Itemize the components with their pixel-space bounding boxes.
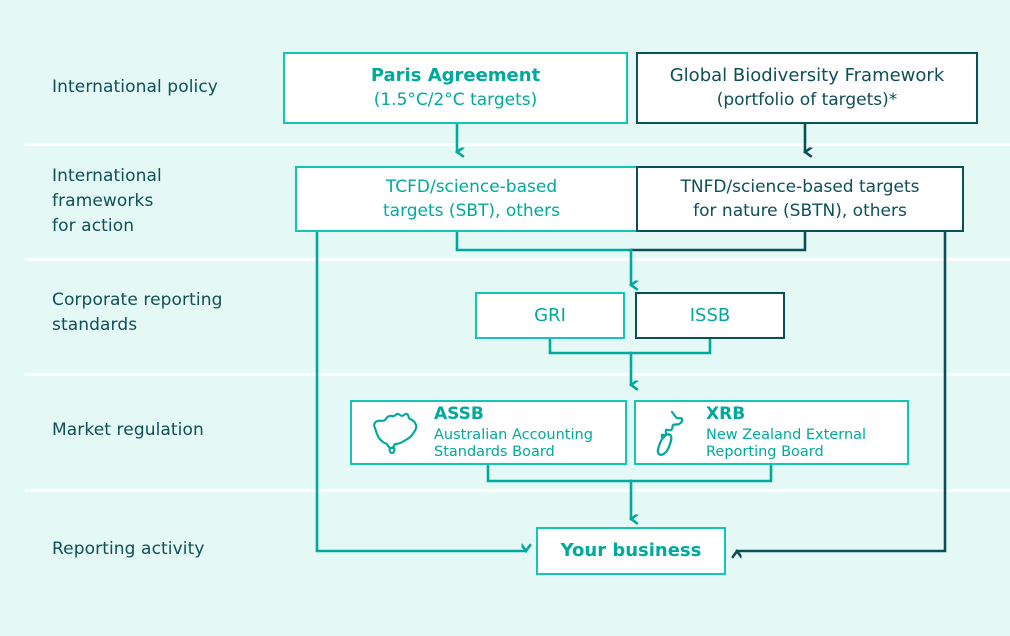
- gbf-subtitle: (portfolio of targets)*: [716, 90, 898, 110]
- assb-full-name: Australian Accounting Standards Board: [434, 426, 593, 460]
- row-divider-3: [25, 373, 1010, 376]
- row-label-international-policy: International policy: [52, 77, 218, 97]
- assb-abbreviation: ASSB: [434, 404, 484, 425]
- row-label-corporate-reporting: Corporate reporting standards: [52, 290, 223, 335]
- row-divider-2: [25, 258, 1010, 261]
- node-issb[interactable]: ISSB: [635, 292, 785, 339]
- node-assb[interactable]: ASSB Australian Accounting Standards Boa…: [350, 400, 627, 465]
- row-divider-1: [25, 143, 1010, 146]
- australia-map-icon: [373, 412, 418, 454]
- gbf-title: Global Biodiversity Framework: [669, 65, 945, 86]
- new-zealand-map-icon: [656, 410, 684, 456]
- node-global-biodiversity-framework[interactable]: Global Biodiversity Framework (portfolio…: [636, 52, 978, 124]
- row-divider-4: [25, 489, 1010, 492]
- paris-agreement-title: Paris Agreement: [370, 65, 541, 86]
- node-tcfd-sbt[interactable]: TCFD/science-based targets (SBT), others: [295, 166, 648, 232]
- node-xrb[interactable]: XRB New Zealand External Reporting Board: [634, 400, 909, 465]
- your-business-label: Your business: [560, 540, 702, 561]
- tcfd-line-1: TCFD/science-based: [385, 177, 558, 197]
- node-your-business[interactable]: Your business: [536, 527, 726, 575]
- tcfd-line-2: targets (SBT), others: [382, 201, 560, 221]
- tnfd-line-1: TNFD/science-based targets: [680, 177, 920, 197]
- node-gri[interactable]: GRI: [475, 292, 625, 339]
- row-label-reporting-activity: Reporting activity: [52, 539, 205, 559]
- issb-label: ISSB: [689, 304, 731, 326]
- xrb-abbreviation: XRB: [706, 404, 746, 425]
- row-label-international-frameworks: International frameworks for action: [52, 166, 162, 236]
- node-tnfd-sbtn[interactable]: TNFD/science-based targets for nature (S…: [636, 166, 964, 232]
- gri-label: GRI: [534, 304, 566, 326]
- node-paris-agreement[interactable]: Paris Agreement (1.5°C/2°C targets): [283, 52, 628, 124]
- xrb-full-name: New Zealand External Reporting Board: [706, 426, 867, 460]
- row-label-market-regulation: Market regulation: [52, 420, 204, 440]
- paris-agreement-subtitle: (1.5°C/2°C targets): [373, 90, 538, 110]
- tnfd-line-2: for nature (SBTN), others: [693, 201, 907, 221]
